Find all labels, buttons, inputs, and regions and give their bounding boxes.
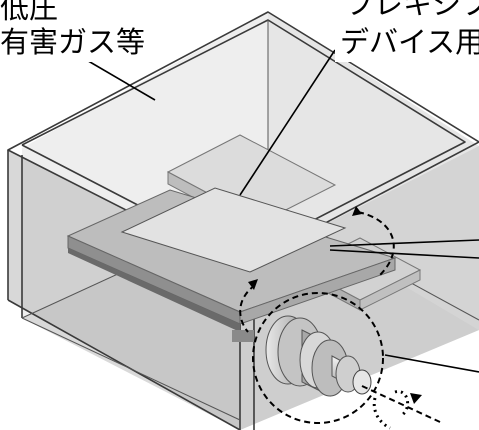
rotation-shaft — [265, 315, 372, 397]
leader-flexible-device — [239, 49, 336, 196]
leader-low-pressure — [77, 54, 156, 101]
plate-rotation-arc — [357, 211, 395, 276]
leader-plate-1 — [329, 239, 479, 247]
leader-shaft — [384, 354, 479, 373]
shaft-rotation-arrowhead — [410, 393, 422, 404]
leader-plate-2 — [329, 249, 479, 259]
label-low-pressure-line1: 低圧 — [0, 0, 58, 25]
leader-lines — [77, 49, 479, 373]
label-flexible-line1: フレキシブ — [345, 0, 479, 21]
shaft-highlight-circle — [252, 292, 384, 424]
motion-annotations — [239, 206, 441, 430]
callouts: 低圧 有害ガス等 フレキシブ デバイス用 — [0, 0, 479, 62]
flexible-device-sheet — [120, 187, 347, 273]
chamber-front-left-wall — [8, 150, 240, 430]
device-stage — [66, 134, 422, 342]
shaft-rotation-dots — [372, 390, 410, 430]
label-low-pressure-line2: 有害ガス等 — [0, 25, 145, 59]
label-flexible-line2: デバイス用 — [340, 25, 479, 59]
plate-rotation-arc-left — [239, 284, 256, 333]
